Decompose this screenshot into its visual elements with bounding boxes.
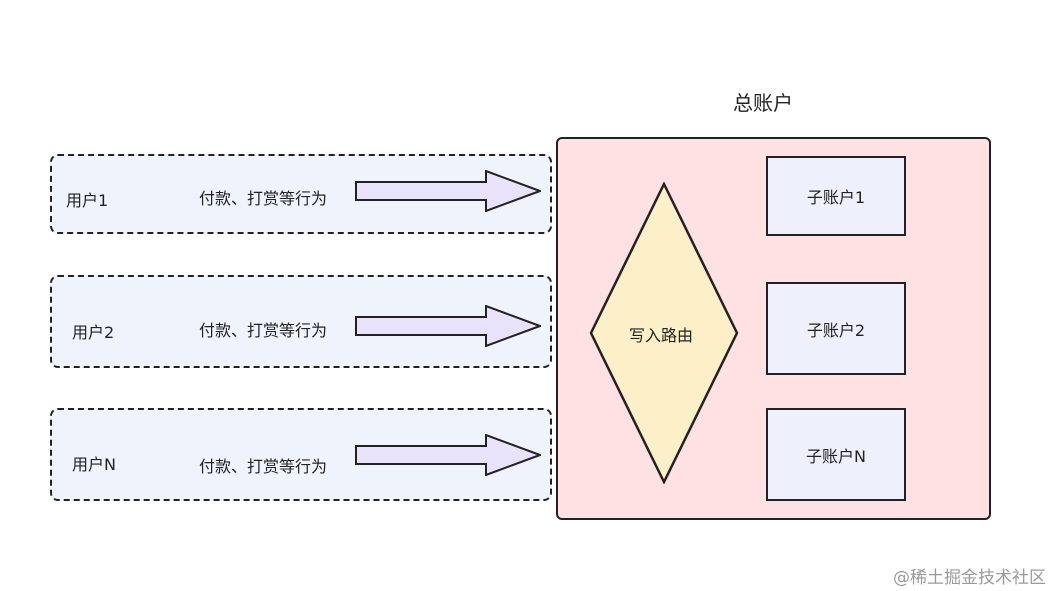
action-label-2: 付款、打赏等行为 bbox=[199, 321, 328, 340]
sub-account-2: 子账户2 bbox=[766, 282, 906, 375]
user-label-2: 用户2 bbox=[72, 323, 115, 342]
arrow-3 bbox=[355, 434, 541, 476]
user-label-1: 用户1 bbox=[66, 191, 109, 210]
sub-account-label: 子账户1 bbox=[806, 188, 866, 207]
sub-account-label: 子账户2 bbox=[806, 320, 866, 340]
action-label-3: 付款、打赏等行为 bbox=[199, 457, 328, 476]
sub-account-label: 子账户N bbox=[806, 446, 866, 466]
watermark: @稀土掘金技术社区 bbox=[893, 568, 1046, 588]
arrow-1 bbox=[355, 170, 541, 212]
action-label-1: 付款、打赏等行为 bbox=[199, 189, 328, 208]
main-account-title: 总账户 bbox=[733, 91, 793, 115]
router-label: 写入路由 bbox=[629, 326, 694, 345]
user-label-3: 用户N bbox=[72, 455, 116, 474]
sub-account-1: 子账户1 bbox=[766, 156, 906, 236]
router-diamond bbox=[589, 182, 739, 484]
sub-account-n: 子账户N bbox=[766, 408, 906, 501]
arrow-2 bbox=[355, 305, 541, 347]
